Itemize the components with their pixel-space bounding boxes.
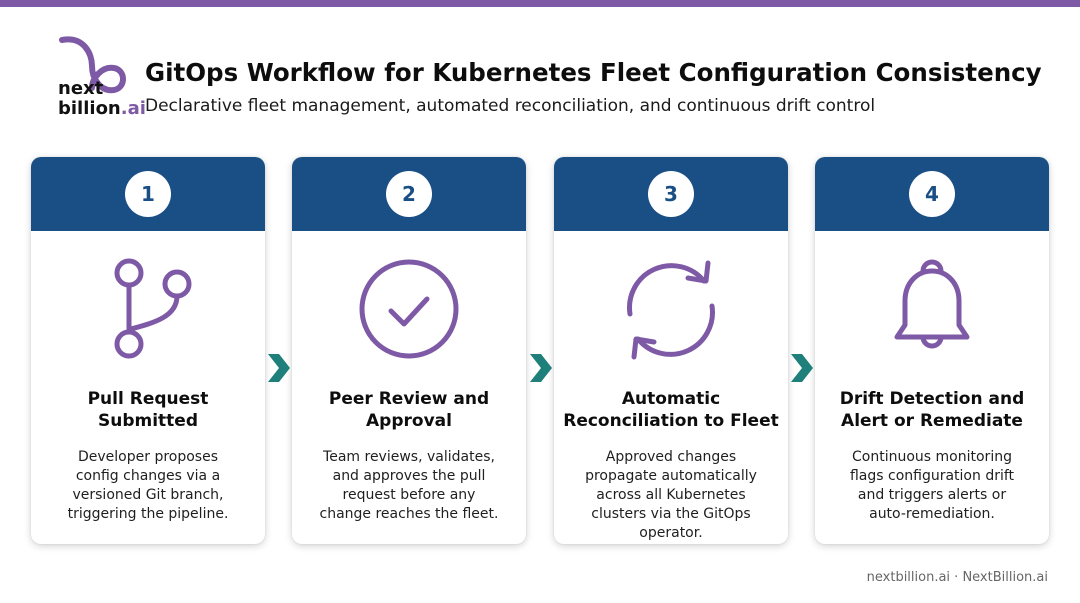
step-description: Continuous monitoring flags configuratio… xyxy=(825,448,1039,524)
step-desc-line: Team reviews, validates, xyxy=(323,449,495,465)
check-circle-icon xyxy=(359,259,459,359)
step-card-header: 1 xyxy=(31,157,265,231)
step-number-badge: 4 xyxy=(909,171,955,217)
step-desc-line: triggering the pipeline. xyxy=(67,506,229,522)
step-desc-line: Developer proposes xyxy=(77,449,218,465)
step-desc-line: Continuous monitoring xyxy=(852,449,1012,465)
step-card-2: 2 Peer Review and Approval Team reviews,… xyxy=(292,157,526,544)
step-title-line-1: Automatic xyxy=(621,389,721,409)
sync-icon xyxy=(627,260,715,360)
step-title-line-2: Approval xyxy=(366,411,452,431)
step-title: Pull Request Submitted xyxy=(37,388,259,432)
nextbillion-logo: next billion.ai xyxy=(50,36,146,126)
step-description: Team reviews, validates, and approves th… xyxy=(302,448,516,524)
step-desc-line: clusters via the GitOps xyxy=(591,506,751,522)
logo-mark-icon xyxy=(59,36,126,94)
logo-line-1: next xyxy=(58,78,104,99)
step-card-header: 4 xyxy=(815,157,1049,231)
step-card-header: 2 xyxy=(292,157,526,231)
chevron-right-icon xyxy=(791,354,813,382)
top-accent-bar xyxy=(0,0,1080,7)
logo-ai: .ai xyxy=(120,98,146,119)
step-number-badge: 1 xyxy=(125,171,171,217)
step-desc-line: across all Kubernetes xyxy=(596,487,746,503)
step-desc-line: Approved changes xyxy=(605,449,737,465)
step-number-badge: 3 xyxy=(648,171,694,217)
git-branch-icon xyxy=(114,258,192,359)
step-desc-line: propagate automatically xyxy=(585,468,757,484)
step-desc-line: and approves the pull xyxy=(332,468,486,484)
logo-billion: billion xyxy=(58,98,121,119)
step-desc-line: and triggers alerts or xyxy=(857,487,1007,503)
step-title-line-2: Submitted xyxy=(97,411,198,431)
step-title-line-1: Drift Detection and xyxy=(839,389,1025,409)
step-desc-line: change reaches the fleet. xyxy=(319,506,499,522)
step-card-3: 3 Automatic Reconciliation to Fleet Appr… xyxy=(554,157,788,544)
footer-credit: nextbillion.ai · NextBillion.ai xyxy=(866,570,1048,585)
step-title: Drift Detection and Alert or Remediate xyxy=(821,388,1043,432)
step-title-line-1: Pull Request xyxy=(87,389,209,409)
logo-line-2: billion.ai xyxy=(58,99,146,119)
step-desc-line: operator. xyxy=(639,525,703,541)
step-card-4: 4 Drift Detection and Alert or Remediate… xyxy=(815,157,1049,544)
bell-icon xyxy=(894,259,970,349)
step-title: Automatic Reconciliation to Fleet xyxy=(560,388,782,432)
step-card-1: 1 Pull Request Submitted Developer propo… xyxy=(31,157,265,544)
page-title: GitOps Workflow for Kubernetes Fleet Con… xyxy=(145,58,1042,87)
step-desc-line: flags configuration drift xyxy=(849,468,1015,484)
step-desc-line: config changes via a xyxy=(75,468,221,484)
step-desc-line: auto-remediation. xyxy=(869,506,995,522)
page-subtitle: Declarative fleet management, automated … xyxy=(145,96,876,116)
step-card-header: 3 xyxy=(554,157,788,231)
step-title-line-1: Peer Review and xyxy=(328,389,490,409)
step-description: Developer proposes config changes via a … xyxy=(41,448,255,524)
step-title: Peer Review and Approval xyxy=(298,388,520,432)
step-number-badge: 2 xyxy=(386,171,432,217)
step-description: Approved changes propagate automatically… xyxy=(564,448,778,543)
step-desc-line: request before any xyxy=(342,487,476,503)
chevron-right-icon xyxy=(530,354,552,382)
step-title-line-2: Alert or Remediate xyxy=(841,411,1023,431)
step-desc-line: versioned Git branch, xyxy=(72,487,224,503)
chevron-right-icon xyxy=(268,354,290,382)
step-title-line-2: Reconciliation to Fleet xyxy=(563,411,779,431)
logo-wordmark: next billion.ai xyxy=(58,79,146,119)
